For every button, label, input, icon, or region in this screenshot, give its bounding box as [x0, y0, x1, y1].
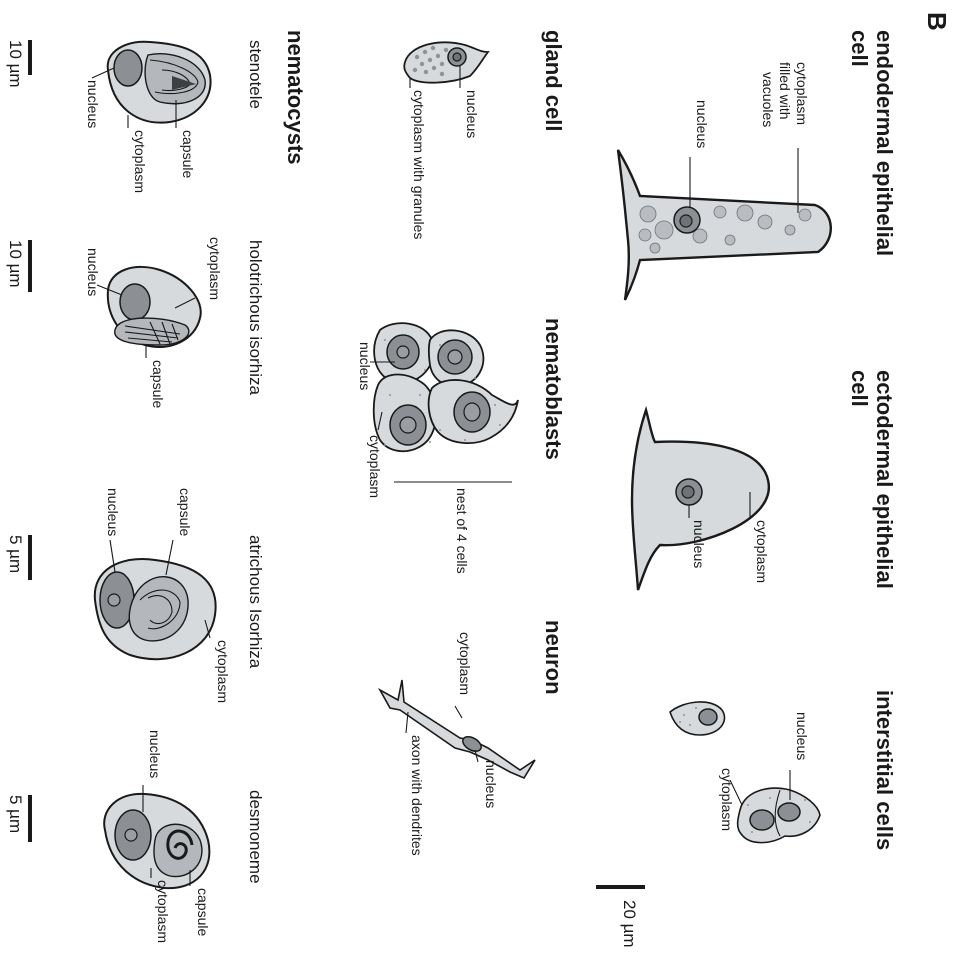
neuron-group: neuron cytoplasm nucleus axon with dendr… [380, 620, 566, 856]
interstitial-label-cytoplasm: cytoplasm [719, 768, 735, 831]
desmoneme-label-capsule: capsule [195, 888, 211, 936]
desmoneme-scale-label: 5 µm [6, 795, 25, 833]
nematocysts-title: nematocysts [283, 30, 308, 165]
gland-label-cytoplasm: cytoplasm with granules [411, 90, 427, 239]
stenotele-scale-label: 10 µm [6, 40, 25, 88]
gland-cell-group: gland cell nucleus cytoplasm with granul… [404, 30, 566, 239]
endodermal-title-line2: cell [847, 30, 872, 67]
atrichous-name: atrichous Isorhiza [246, 535, 265, 669]
holotrichous-label-nucleus: nucleus [85, 248, 101, 296]
endodermal-label-cytoplasm: cytoplasm [794, 62, 810, 125]
desmoneme-label-cytoplasm: cytoplasm [155, 880, 171, 943]
neuron-leader-cytoplasm [455, 706, 462, 718]
atrichous-label-cytoplasm: cytoplasm [215, 640, 231, 703]
endodermal-label-filled-with: filled with [777, 62, 793, 120]
endodermal-cell-body [618, 150, 831, 300]
nematoblasts-group: nematoblasts nucleus cytoplasm nest of 4… [357, 318, 566, 574]
nematoblasts-label-nest: nest of 4 cells [454, 488, 470, 574]
neuron-label-cytoplasm: cytoplasm [457, 632, 473, 695]
endodermal-nucleolus [680, 215, 692, 227]
endodermal-label-nucleus: nucleus [694, 100, 710, 148]
neuron-label-nucleus: nucleus [483, 760, 499, 808]
ectodermal-epithelial-cell-group: ectodermal epithelial cell cytoplasm nuc… [632, 370, 897, 590]
neuron-title: neuron [541, 620, 566, 695]
scale-bar-main-label: 20 µm [620, 900, 639, 948]
holotrichous-label-capsule: capsule [150, 360, 166, 408]
stenotele-name: stenotele [246, 40, 265, 109]
interstitial-label-nucleus: nucleus [794, 712, 810, 760]
ectodermal-title-line2: cell [847, 370, 872, 407]
endodermal-epithelial-cell-group: endodermal epithelial cell cytoplasm fil… [618, 30, 897, 300]
ectodermal-nucleolus [682, 486, 694, 498]
desmoneme: desmoneme nucleus capsule cytoplasm 5 µm [6, 730, 265, 943]
nematocysts-group: nematocysts stenotele capsule nucleus cy… [6, 30, 308, 943]
interstitial-small-nucleus [699, 709, 717, 725]
stenotele-label-capsule: capsule [180, 130, 196, 178]
desmoneme-name: desmoneme [246, 790, 265, 884]
gland-title: gland cell [541, 30, 566, 131]
scale-bar-main: 20 µm [596, 887, 645, 948]
gland-nucleolus [453, 53, 461, 61]
interstitial-title: interstitial cells [872, 690, 897, 850]
nematoblasts-label-cytoplasm: cytoplasm [367, 435, 383, 498]
interstitial-pair-nucleus-1 [778, 803, 800, 821]
ectodermal-label-nucleus: nucleus [691, 520, 707, 568]
gland-label-nucleus: nucleus [464, 90, 480, 138]
panel-letter: B [922, 12, 952, 31]
holotrichous-name: holotrichous isorhiza [246, 240, 265, 396]
holotrichous-capsule [115, 318, 189, 345]
holotrichous-nucleus [120, 284, 150, 320]
neuron-label-axon: axon with dendrites [409, 735, 425, 856]
stenotele: stenotele capsule nucleus cytoplasm 10 µ… [6, 40, 265, 193]
stenotele-label-cytoplasm: cytoplasm [132, 130, 148, 193]
interstitial-pair-nucleus-2 [750, 810, 774, 830]
atrichous-label-capsule: capsule [177, 488, 193, 536]
holotrichous-label-cytoplasm: cytoplasm [207, 237, 223, 300]
endodermal-title-line1: endodermal epithelial [872, 30, 897, 256]
endodermal-label-vacuoles: vacuoles [760, 72, 776, 127]
stenotele-label-nucleus: nucleus [85, 80, 101, 128]
ectodermal-label-cytoplasm: cytoplasm [754, 520, 770, 583]
nematoblasts-label-nucleus: nucleus [357, 342, 373, 390]
holotrichous-isorhiza: holotrichous isorhiza cytoplasm nucleus … [6, 237, 265, 408]
stenotele-nucleus [114, 50, 142, 86]
nematoblasts-title: nematoblasts [541, 318, 566, 460]
holotrichous-scale-label: 10 µm [6, 240, 25, 288]
atrichous-isorhiza: atrichous Isorhiza capsule nucleus cytop… [6, 488, 265, 703]
atrichous-scale-label: 5 µm [6, 535, 25, 573]
interstitial-cells-group: interstitial cells nucleus cytoplasm [670, 690, 897, 850]
ectodermal-title-line1: ectodermal epithelial [872, 370, 897, 589]
desmoneme-label-nucleus: nucleus [147, 730, 163, 778]
atrichous-label-nucleus: nucleus [105, 488, 121, 536]
